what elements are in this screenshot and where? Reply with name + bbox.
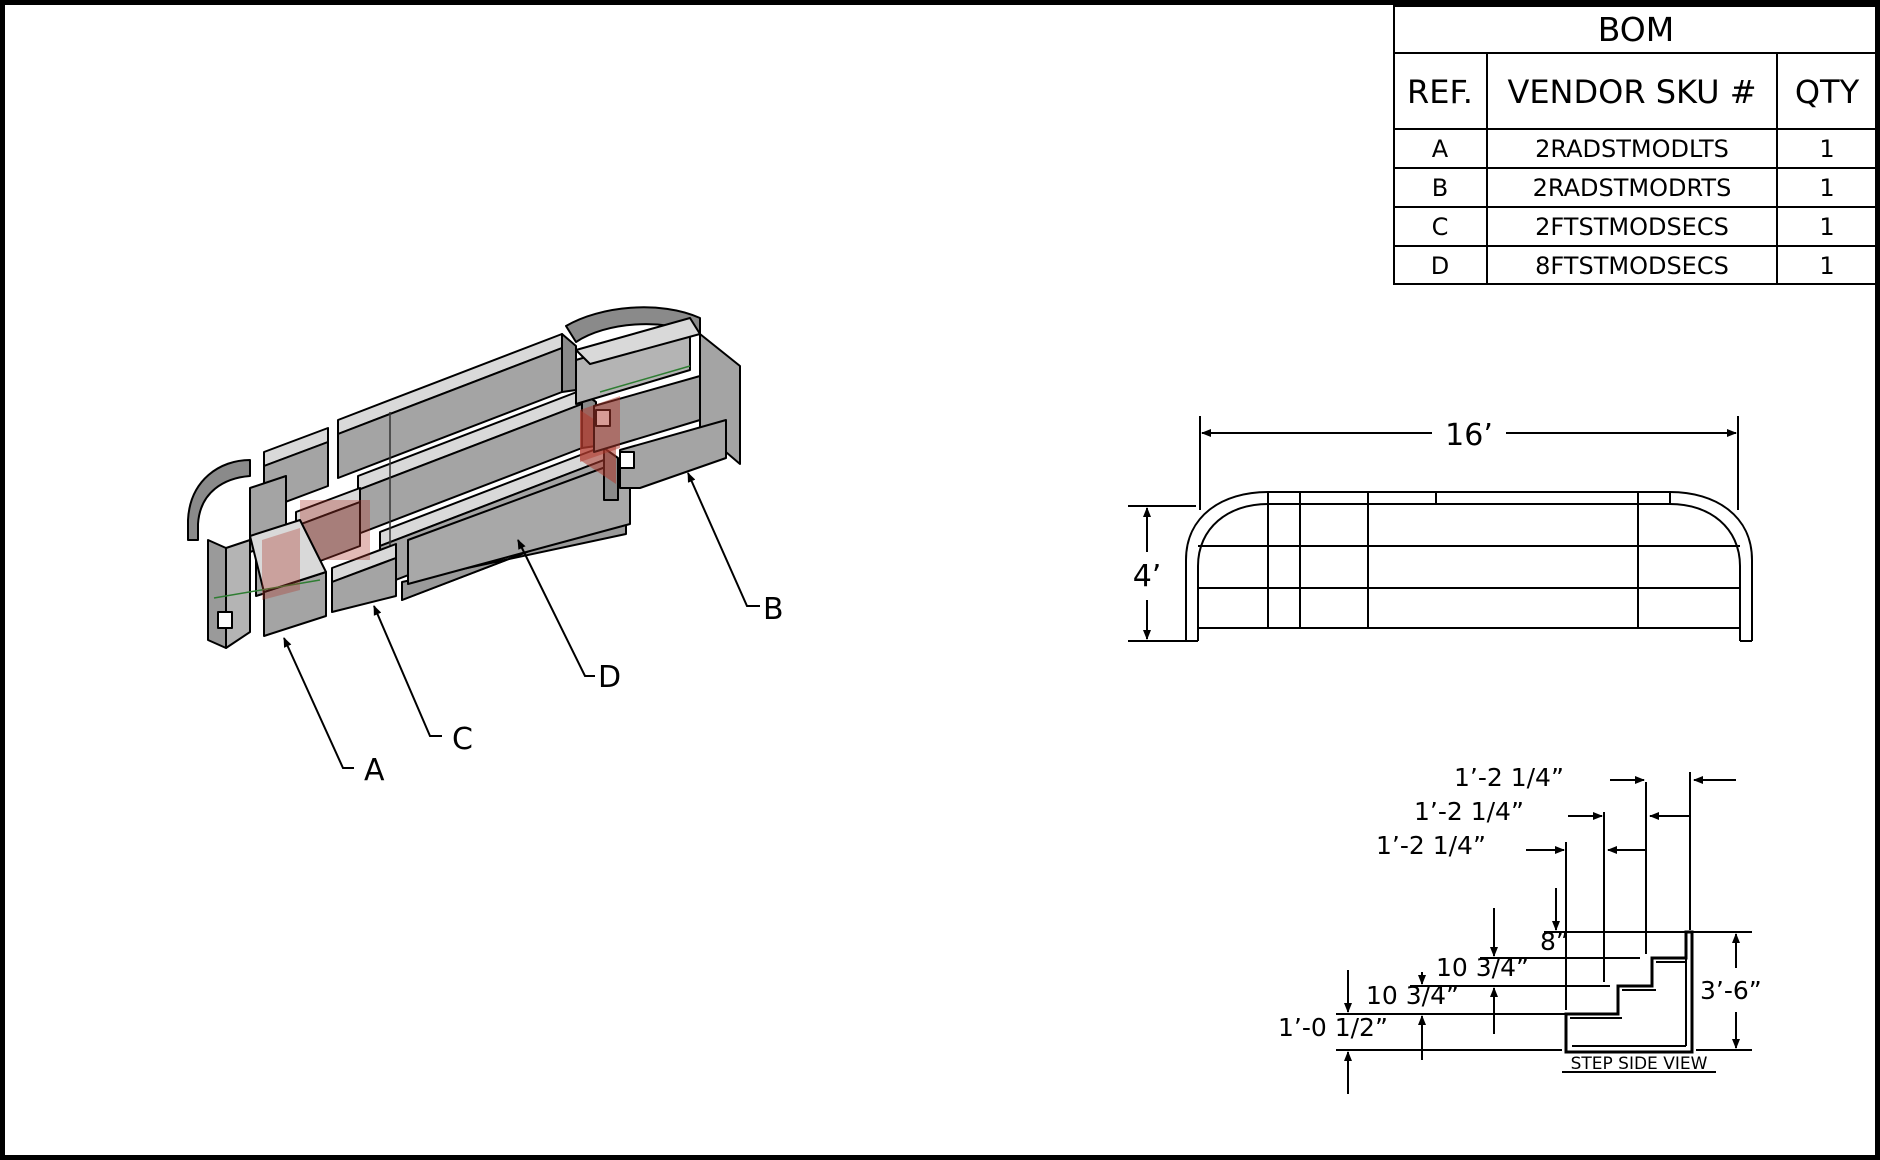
bom-row: A 2RADSTMODLTS 1 xyxy=(1432,135,1835,163)
rise-3-label: 10 3/4” xyxy=(1436,953,1529,982)
bom-ref: B xyxy=(1432,174,1448,202)
leader-a xyxy=(283,637,354,769)
leader-c xyxy=(373,605,442,737)
bom-header-ref: REF. xyxy=(1407,73,1473,111)
leader-d xyxy=(517,539,595,677)
rise-2-label: 10 3/4” xyxy=(1366,981,1459,1010)
rise-1-label: 1’-0 1/2” xyxy=(1278,1013,1388,1042)
tread-3-label: 1’-2 1/4” xyxy=(1454,763,1564,792)
callout-a: A xyxy=(364,753,385,788)
bom-qty: 1 xyxy=(1819,174,1834,202)
isometric-assembly xyxy=(187,306,741,649)
bom-ref: A xyxy=(1432,135,1449,163)
bom-qty: 1 xyxy=(1819,213,1834,241)
module-a xyxy=(187,459,327,649)
bom-table xyxy=(1393,5,1878,285)
top-view-length-label: 16’ xyxy=(1445,418,1493,453)
bom-ref: C xyxy=(1432,213,1449,241)
bom-title: BOM xyxy=(1598,10,1675,49)
bom-header-sku: VENDOR SKU # xyxy=(1507,73,1756,111)
bom-sku: 2RADSTMODLTS xyxy=(1535,135,1729,163)
bom-qty: 1 xyxy=(1819,135,1834,163)
callout-leaders xyxy=(283,472,760,769)
bom-row: C 2FTSTMODSECS 1 xyxy=(1432,213,1835,241)
bom-row: D 8FTSTMODSECS 1 xyxy=(1431,252,1835,280)
top-rise-label: 8” xyxy=(1540,927,1569,956)
step-side-view-title: STEP SIDE VIEW xyxy=(1571,1054,1708,1074)
bom-sku: 2FTSTMODSECS xyxy=(1535,213,1729,241)
bom-row: B 2RADSTMODRTS 1 xyxy=(1432,174,1835,202)
module-d xyxy=(337,333,631,601)
bom-sku: 2RADSTMODRTS xyxy=(1533,174,1732,202)
top-view xyxy=(1128,416,1753,642)
bom-ref: D xyxy=(1431,252,1449,280)
top-view-depth-label: 4’ xyxy=(1133,559,1162,594)
step-side-view xyxy=(1336,772,1752,1094)
module-b xyxy=(565,306,741,489)
tread-2-label: 1’-2 1/4” xyxy=(1414,797,1524,826)
callout-c: C xyxy=(452,722,473,757)
bom-header-qty: QTY xyxy=(1795,73,1860,111)
total-height-label: 3’-6” xyxy=(1700,976,1762,1005)
bom-sku: 8FTSTMODSECS xyxy=(1535,252,1729,280)
tread-1-label: 1’-2 1/4” xyxy=(1376,831,1486,860)
leader-b xyxy=(687,472,760,607)
callout-d: D xyxy=(598,660,621,695)
callout-b: B xyxy=(763,592,784,627)
bom-qty: 1 xyxy=(1819,252,1834,280)
